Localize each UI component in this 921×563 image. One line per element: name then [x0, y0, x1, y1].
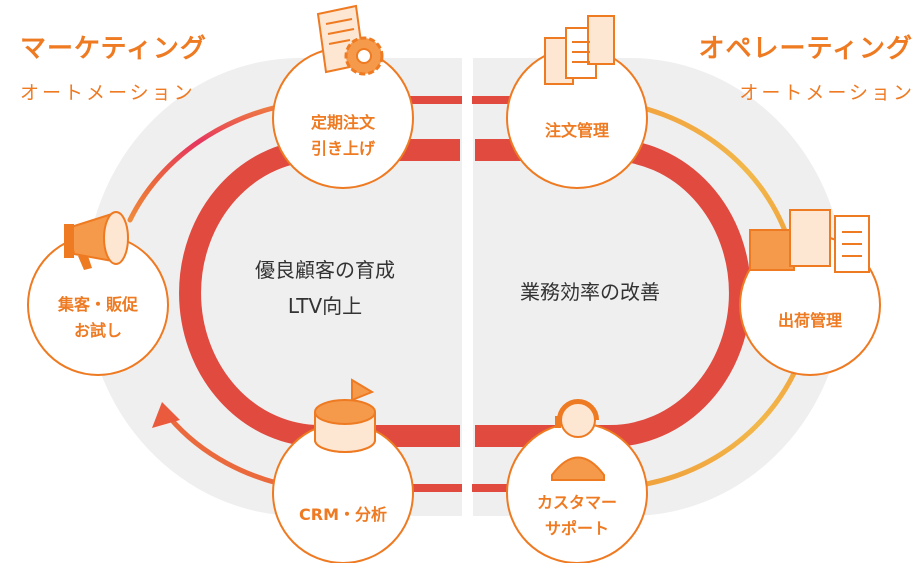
cycle-arrow-head — [152, 402, 180, 428]
boxes-checklist-icon — [749, 209, 870, 273]
left-header-title: マーケティング — [20, 34, 207, 64]
headset-operator-icon — [551, 399, 605, 481]
node-label-shipping: 出荷管理 — [750, 308, 870, 334]
right-center-line1: 業務効率の改善 — [520, 280, 660, 304]
left-header-subtitle: オートメーション — [20, 82, 196, 104]
left-center-line1: 優良顧客の育成 — [255, 258, 395, 282]
right-header-subtitle: オートメーション — [739, 82, 915, 104]
node-support-line1: カスタマー — [536, 493, 617, 512]
node-shipping-line1: 出荷管理 — [777, 311, 842, 330]
left-center-line2: LTV向上 — [287, 294, 363, 318]
document-gear-icon — [316, 4, 384, 76]
megaphone-icon — [64, 211, 129, 270]
pie-chart-icon — [314, 378, 376, 453]
node-subscription-line2: 引き上げ — [310, 139, 375, 158]
center-divider — [462, 50, 472, 520]
left-red-track — [179, 139, 460, 447]
node-orders-line1: 注文管理 — [544, 121, 609, 140]
node-support-line2: サポート — [544, 519, 609, 538]
right-red-track — [475, 139, 751, 447]
node-label-orders: 注文管理 — [517, 118, 637, 144]
clipboard-documents-icon — [544, 15, 615, 85]
node-label-subscription: 定期注文 引き上げ — [283, 110, 403, 162]
node-label-support: カスタマー サポート — [517, 490, 637, 542]
right-center-text: 業務効率の改善 — [490, 274, 690, 310]
node-subscription-line1: 定期注文 — [310, 113, 375, 132]
left-center-text: 優良顧客の育成 LTV向上 — [225, 252, 425, 324]
node-label-crm: CRM・分析 — [283, 502, 403, 528]
node-crm-line1: CRM・分析 — [299, 505, 387, 524]
node-acquisition-line2: お試し — [73, 321, 122, 340]
node-label-acquisition: 集客・販促 お試し — [38, 292, 158, 344]
node-acquisition-line1: 集客・販促 — [57, 295, 138, 314]
right-header-title: オペレーティング — [698, 34, 913, 64]
